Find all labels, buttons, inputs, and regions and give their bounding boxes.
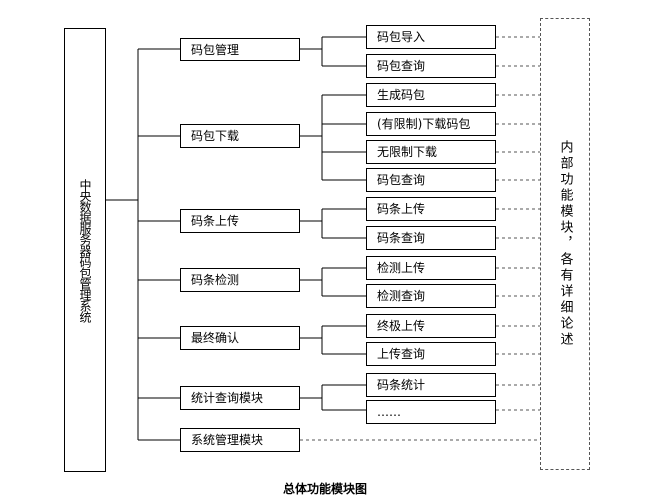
- module-box-code-package-management[interactable]: 码包管理: [180, 38, 300, 61]
- sub-label: (有限制)下载码包: [377, 117, 471, 131]
- root-system-label: 中央数据服务器码包管理系统: [78, 178, 92, 322]
- sub-label: 检测上传: [377, 261, 426, 275]
- sub-box-final-upload[interactable]: 终极上传: [366, 314, 496, 338]
- sub-box-inspection-upload[interactable]: 检测上传: [366, 256, 496, 280]
- root-system-box[interactable]: 中央数据服务器码包管理系统: [64, 28, 106, 472]
- internal-modules-note: 内部功能模块，各有详细论述: [540, 18, 590, 470]
- sub-box-code-strip-upload[interactable]: 码条上传: [366, 197, 496, 221]
- sub-label: 终极上传: [377, 319, 426, 333]
- sub-box-code-package-import[interactable]: 码包导入: [366, 25, 496, 49]
- figure-caption: 总体功能模块图: [282, 482, 367, 496]
- module-box-code-strip-inspection[interactable]: 码条检测: [180, 268, 300, 292]
- module-label: 码条检测: [191, 273, 240, 287]
- sub-box-generate-code-package[interactable]: 生成码包: [366, 83, 496, 107]
- sub-label: ……: [377, 405, 401, 419]
- sub-label: 生成码包: [377, 88, 426, 102]
- sub-label: 码包查询: [377, 173, 426, 187]
- sub-box-code-package-query[interactable]: 码包查询: [366, 54, 496, 78]
- module-label: 最终确认: [191, 331, 240, 345]
- side-note-text: 内部功能模块，各有详细论述: [557, 140, 573, 348]
- sub-label: 码包导入: [377, 30, 426, 44]
- sub-label: 码包查询: [377, 59, 426, 73]
- sub-box-code-package-query-2[interactable]: 码包查询: [366, 168, 496, 192]
- module-box-statistics-query[interactable]: 统计查询模块: [180, 386, 300, 410]
- sub-label: 码条查询: [377, 231, 426, 245]
- sub-box-code-strip-statistics[interactable]: 码条统计: [366, 373, 496, 397]
- sub-box-code-strip-query[interactable]: 码条查询: [366, 226, 496, 250]
- sub-box-more[interactable]: ……: [366, 400, 496, 424]
- sub-box-upload-query[interactable]: 上传查询: [366, 342, 496, 366]
- sub-label: 码条上传: [377, 202, 426, 216]
- module-label: 系统管理模块: [191, 433, 264, 447]
- module-label: 码条上传: [191, 214, 240, 228]
- sub-label: 无限制下载: [377, 145, 438, 159]
- module-label: 码包下载: [191, 129, 240, 143]
- module-box-system-management[interactable]: 系统管理模块: [180, 428, 300, 452]
- module-label: 码包管理: [191, 42, 240, 57]
- module-box-code-strip-upload[interactable]: 码条上传: [180, 209, 300, 233]
- sub-box-inspection-query[interactable]: 检测查询: [366, 284, 496, 308]
- module-box-code-package-download[interactable]: 码包下载: [180, 124, 300, 148]
- module-box-final-confirmation[interactable]: 最终确认: [180, 326, 300, 350]
- sub-box-limited-download[interactable]: (有限制)下载码包: [366, 112, 496, 136]
- sub-box-unlimited-download[interactable]: 无限制下载: [366, 140, 496, 164]
- sub-label: 码条统计: [377, 378, 426, 392]
- module-label: 统计查询模块: [191, 391, 264, 405]
- sub-label: 上传查询: [377, 347, 426, 361]
- sub-label: 检测查询: [377, 289, 426, 303]
